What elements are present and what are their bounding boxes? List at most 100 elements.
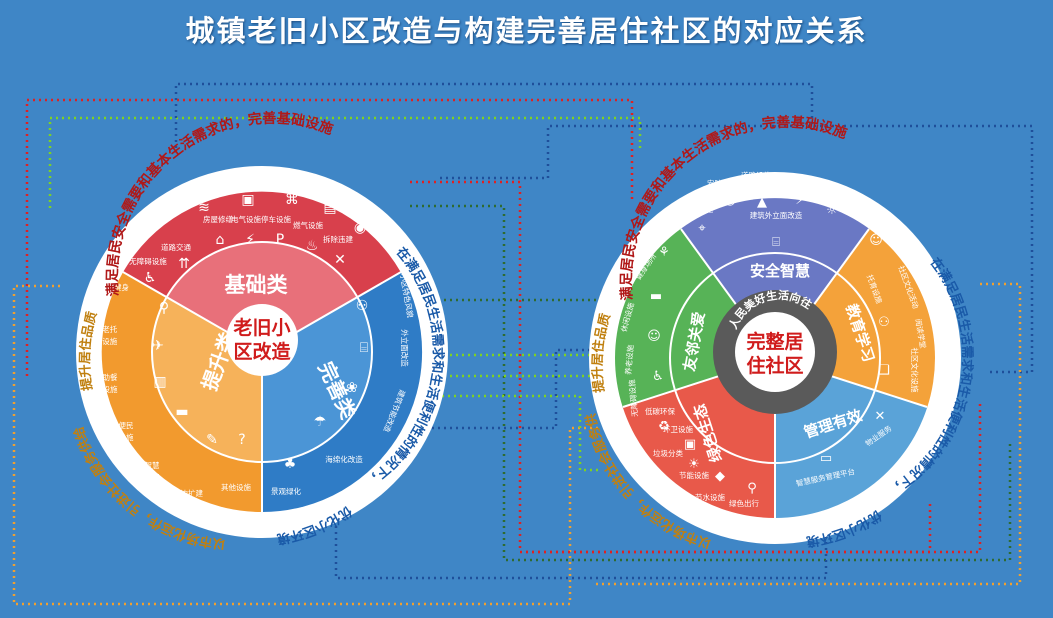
right-management-icons: ✕ ▭ [820, 409, 886, 466]
connector-lines [12, 82, 1034, 606]
r-item-light: 照明设施 [819, 188, 849, 198]
left-inner-basic [167, 242, 357, 352]
plug-icon: ⚡ [795, 193, 804, 208]
item-smart: 智慧 [145, 460, 160, 470]
plug-icon: ⚡ [245, 232, 255, 248]
lamp-icon: ☼ [826, 203, 838, 218]
item-expand: 周边扩建 [173, 488, 203, 498]
item-road: 道路交通 [161, 242, 191, 252]
r-item-water: 节水设施 [695, 492, 725, 502]
stairs-icon: ▤ [323, 200, 336, 216]
house-icon: ⌂ [216, 232, 225, 248]
connector-orange-left [12, 284, 600, 606]
r-item-security: 安防设施 [707, 178, 737, 188]
r-item-road: 道路设施 [741, 170, 771, 180]
right-friendly-icons: ⚘ ▬ ☺ ♿ [647, 245, 670, 384]
camera-icon: ◉ [354, 220, 366, 236]
item-security: 安防设施 [349, 206, 379, 216]
screen-icon: ▭ [820, 451, 832, 466]
question-icon: ? [238, 432, 245, 448]
left-basic-items: 无障碍设施 道路交通 给排水设施 房屋修缮 环卫设施 电气设施 停车设施 通信设… [129, 176, 379, 266]
r-item-kinder: 幼儿园 [869, 220, 892, 230]
right-center-line2: 住社区 [746, 354, 803, 377]
r-item-barrier: 无障碍设施 [626, 379, 639, 418]
item-fitness: 休闲健身 [99, 282, 129, 292]
trash-icon: ▣ [241, 192, 254, 208]
left-basic-icons: ♿ ⇈ ≋ ⌂ ▣ ⚡ P ⌘ ▤ ♨ ◉ ✕ [144, 192, 366, 286]
tool-icon: ✎ [206, 432, 218, 448]
flame-icon: ♨ [306, 238, 319, 254]
bin-icon: ▣ [684, 437, 696, 452]
r-item-lowcarbon: 低碳环保 [645, 406, 675, 416]
left-wheel [76, 166, 448, 538]
connector-green-top [48, 116, 642, 208]
right-category-safety: 安全智慧 [750, 262, 810, 280]
bench-icon: ▬ [650, 289, 662, 304]
right-safety-items: 通讯设施 安防设施 道路设施 消防设施 电气设施 照明设施 建筑外立面改造 [683, 170, 849, 220]
signal-icon: ⌘ [285, 192, 299, 208]
r-item-elderly: 养老设施 [623, 344, 636, 375]
r-item-sanitation: 环卫设施 [663, 424, 693, 434]
people-icon: ⚇ [356, 298, 369, 314]
r-item-culture-fac: 社区文化设施 [910, 348, 920, 393]
item-community: 社区 [145, 472, 160, 482]
wheelchair-icon: ♿ [144, 270, 157, 286]
connector-blue-bottom [334, 520, 828, 580]
item-barrier-free: 无障碍设施 [129, 256, 167, 266]
connector-red-bottom-right [526, 500, 932, 554]
building-icon: ⌸ [360, 340, 368, 356]
diagram-title: 城镇老旧小区改造与构建完善居住社区的对应关系 [185, 14, 868, 48]
item-meal: 助餐 [103, 372, 118, 382]
bed-icon: ▬ [175, 404, 188, 420]
right-green-icons: ♻ ▣ ☀ ◆ ⚲ [658, 419, 757, 496]
water-icon: ≋ [198, 200, 210, 216]
connector-blue-mid [420, 348, 590, 430]
r-item-sorting: 垃圾分类 [653, 448, 683, 458]
left-improve-icons: ⚲ ✈ ▥ ▬ ✎ ? [152, 300, 246, 448]
right-safety-icons: ⌖ ◉ ▲ ⚡ ☼ ⌸ [698, 193, 837, 250]
r-item-energy: 节能设施 [679, 470, 709, 480]
item-demolish: 拆除违建 [323, 234, 353, 244]
item-facade: 外立面改造 [400, 329, 410, 367]
gym-icon: ⚘ [658, 245, 670, 260]
item-convenience2: 设施 [119, 432, 134, 442]
item-other: 其他设施 [221, 482, 251, 492]
right-green-items: 低碳环保 环卫设施 垃圾分类 节能设施 节水设施 绿色出行 [645, 406, 759, 508]
shop-icon: ▥ [153, 374, 166, 390]
bulb-icon: ☀ [688, 457, 700, 472]
road-icon: ⇈ [178, 256, 190, 272]
bike-icon: ⚲ [747, 481, 757, 496]
r-item-facade: 建筑外立面改造 [750, 210, 803, 220]
right-wheel [589, 172, 961, 544]
left-improve-items: 休闲健身 养老托 幼设施 助餐 设施 便民 设施 智慧 社区 其他设施 周边扩建 [95, 282, 252, 498]
left-center-circle [226, 304, 298, 376]
bank-icon: ⌸ [772, 235, 780, 250]
right-center-line1: 完整居 [746, 330, 803, 353]
tree-icon: ♣ [284, 456, 297, 472]
item-landscape: 景观绿化 [271, 486, 301, 496]
item-gas: 燃气设施 [293, 220, 323, 230]
connector-blue-top [174, 82, 814, 148]
rain-icon: ☂ [314, 414, 327, 430]
item-sanitation: 环卫设施 [227, 177, 257, 187]
r-item-comm: 通讯设施 [683, 204, 713, 214]
tools-icon: ✕ [875, 409, 886, 424]
run-icon: ✈ [152, 338, 164, 354]
item-meal2: 设施 [103, 384, 118, 394]
left-category-basic: 基础类 [225, 273, 289, 297]
item-comm: 通信设施 [277, 176, 307, 186]
bike-icon: ⚲ [159, 300, 169, 316]
r-item-electric: 电气设施 [783, 176, 813, 186]
connector-red-right [410, 180, 982, 554]
connector-blue-right [440, 124, 1034, 374]
cctv-icon: ◉ [724, 193, 735, 208]
item-repair: 房屋修缮 [203, 214, 233, 224]
drop-icon: ◆ [715, 469, 725, 484]
antenna-icon: ⌖ [698, 221, 706, 236]
left-complete-icons: ⚇ ⌸ ❀ ☂ ♣ [284, 298, 369, 472]
leaf-icon: ❀ [346, 380, 358, 396]
item-water: 给排水设施 [173, 186, 211, 196]
connector-orange-right [594, 282, 1022, 586]
right-segment-safety [681, 198, 869, 358]
